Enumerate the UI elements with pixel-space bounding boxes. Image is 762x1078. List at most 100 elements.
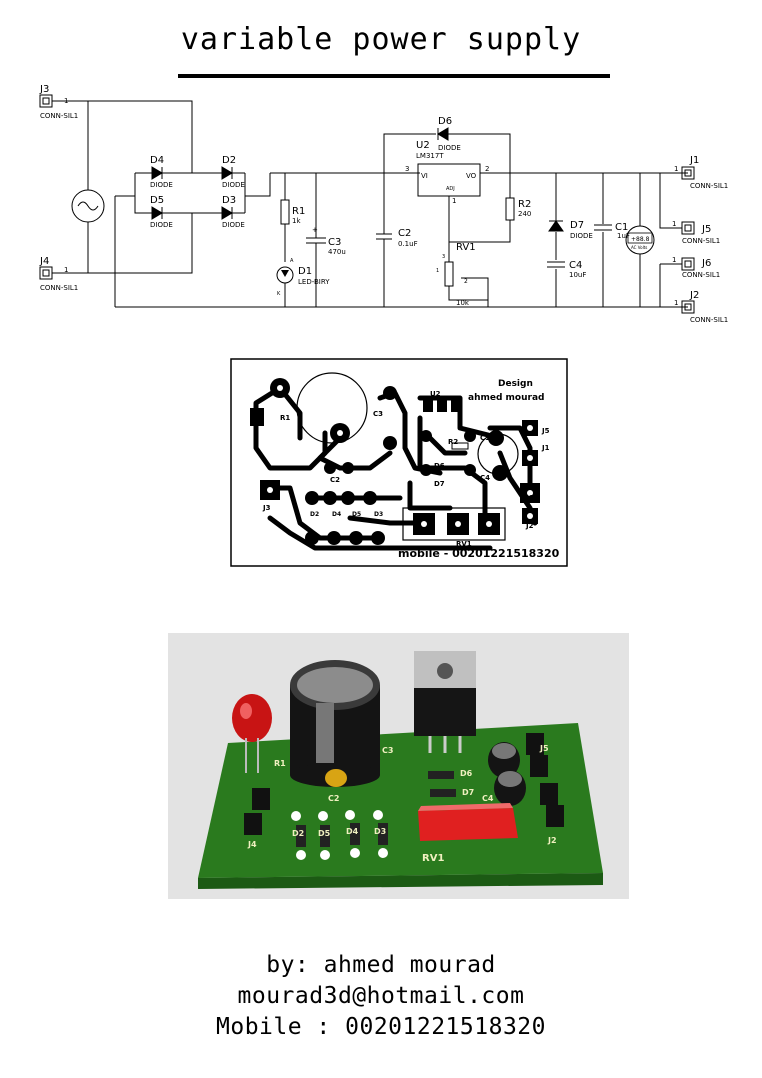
svg-text:C4: C4 [482,794,494,803]
svg-text:C3: C3 [373,410,383,418]
svg-text:1uF: 1uF [617,232,630,240]
voltmeter-reading: +88.8 [631,236,650,243]
r1-label: R1 [292,206,305,217]
svg-text:2: 2 [464,278,468,285]
svg-text:3: 3 [405,165,409,173]
svg-text:RV1: RV1 [422,853,444,864]
title-underline [178,74,610,78]
svg-text:D4: D4 [346,827,359,836]
svg-text:C2: C2 [328,794,339,803]
c2-label: C2 [398,228,411,239]
svg-text:C2: C2 [330,476,340,484]
svg-text:DIODE: DIODE [150,181,173,189]
render-diodes [296,771,456,847]
svg-text:LED-BIRY: LED-BIRY [298,278,330,286]
r2-label: R2 [518,199,531,210]
j1-label: J1 [689,155,699,166]
svg-text:J5: J5 [541,427,550,435]
credits-author: by: ahmed mourad [266,952,496,978]
svg-text:C4: C4 [480,474,490,482]
d6-label: D6 [438,116,452,127]
d3-label: D3 [222,195,236,206]
svg-text:D2: D2 [310,511,319,518]
pcb-mobile-label: mobile - 00201221518320 [398,547,560,560]
svg-text:CONN-SIL1: CONN-SIL1 [682,271,720,279]
svg-text:CONN-SIL1: CONN-SIL1 [690,316,728,324]
svg-text:VO: VO [466,172,477,180]
svg-text:D3: D3 [374,827,386,836]
svg-text:1k: 1k [292,217,301,225]
svg-text:D6: D6 [460,769,473,778]
render-connectors [244,733,564,835]
credits-mobile: Mobile : 00201221518320 [216,1014,546,1040]
schematic-diagram: J3 CONN-SIL1 1 J4 CONN-SIL1 1 J1 CONN-SI… [39,84,728,324]
j1-connector [681,166,695,180]
pcb-layout: Design ahmed mourad mobile - 00201221518… [230,358,568,567]
svg-text:U2: U2 [430,390,441,398]
j5-label: J5 [701,224,711,235]
pcb-c3-outline [296,372,368,444]
j3-label: J3 [39,84,49,95]
pcb-c1-outline [477,433,519,475]
svg-text:A: A [290,258,294,264]
svg-text:C1: C1 [480,434,490,442]
svg-text:J1: J1 [541,444,550,452]
svg-text:R1: R1 [274,759,286,768]
d7-label: D7 [570,220,584,231]
svg-text:1: 1 [436,268,439,274]
svg-text:D6: D6 [434,462,445,470]
svg-text:ADJ: ADJ [446,186,455,192]
svg-text:1: 1 [452,197,456,205]
svg-text:CONN-SIL1: CONN-SIL1 [40,112,78,120]
svg-text:J4: J4 [247,840,257,849]
r2-resistor [505,197,515,221]
j5-connector [681,221,695,235]
rv1-potentiometer [444,261,454,287]
svg-text:D7: D7 [434,480,445,488]
r1-resistor [280,199,290,225]
svg-text:1: 1 [64,97,68,105]
svg-text:2: 2 [485,165,489,173]
j4-connector [39,266,53,280]
rv1-label: RV1 [456,242,476,253]
pcb-design-label: Design [498,379,533,389]
svg-text:DIODE: DIODE [222,181,245,189]
svg-text:1: 1 [672,220,676,228]
j6-connector [681,257,695,271]
c1-label: C1 [615,222,628,233]
svg-text:D5: D5 [318,829,331,838]
svg-text:CONN-SIL1: CONN-SIL1 [40,284,78,292]
j3-connector [39,94,53,108]
svg-text:LM317T: LM317T [416,152,444,160]
svg-text:J5: J5 [539,744,549,753]
j4-label: J4 [39,256,49,267]
svg-text:VI: VI [421,172,428,180]
svg-text:CONN-SIL1: CONN-SIL1 [690,182,728,190]
d1-label: D1 [298,266,312,277]
j2-label: J2 [689,290,699,301]
svg-text:RV1: RV1 [456,540,472,548]
svg-text:0.1uF: 0.1uF [398,240,418,248]
svg-text:C3: C3 [382,746,393,755]
svg-text:R2: R2 [448,438,458,446]
pcb-rv1-outline [402,507,506,541]
svg-text:1: 1 [64,266,68,274]
svg-text:DIODE: DIODE [222,221,245,229]
svg-text:J2: J2 [547,836,557,845]
credits-email: mourad3d@hotmail.com [237,983,525,1009]
svg-text:K: K [277,291,281,297]
svg-text:DIODE: DIODE [438,144,461,152]
svg-text:10k: 10k [456,299,470,307]
svg-text:240: 240 [518,210,531,218]
svg-text:10uF: 10uF [569,271,586,279]
credits-block: by: ahmed mourad mourad3d@hotmail.com Mo… [0,950,762,1043]
j2-connector [681,300,695,314]
svg-text:1: 1 [674,299,678,307]
svg-text:1: 1 [672,256,676,264]
svg-text:J6: J6 [525,494,534,502]
svg-text:D2: D2 [292,829,304,838]
svg-text:+: + [312,226,318,234]
render-rv1 [418,808,518,841]
svg-text:1: 1 [674,165,678,173]
c3-label: C3 [328,237,341,248]
